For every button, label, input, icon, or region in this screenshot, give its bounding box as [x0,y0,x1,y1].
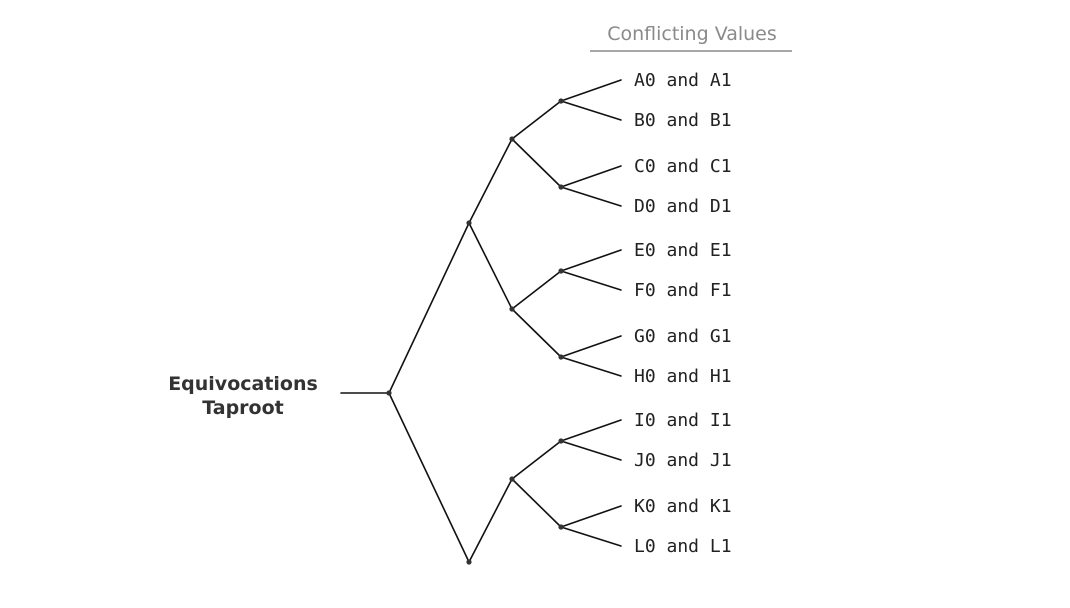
pair-node-6 [558,524,564,530]
group-node-2 [509,306,515,312]
root-label-line2: Taproot [202,397,284,419]
edge-upper-to-group-1 [468,138,513,224]
leaf-label-5: E0 and E1 [634,240,732,261]
lower-branch-node [466,559,472,565]
root-node [386,390,392,396]
tree-nodes [386,98,564,565]
upper-branch-node [466,220,472,226]
edge-upper-to-group-2 [468,222,513,310]
edge-to-leaf-2 [560,100,622,121]
edge-to-leaf-9 [560,419,622,442]
leaf-label-7: G0 and G1 [634,326,732,347]
leaf-label-6: F0 and F1 [634,280,732,301]
pair-node-3 [558,268,564,274]
edge-root-to-lower [388,392,470,563]
leaf-labels: A0 and A1 B0 and B1 C0 and C1 D0 and D1 E0 a… [634,70,732,557]
edge-to-leaf-10 [560,440,622,461]
edge-group-to-pair-2 [511,138,562,188]
group-node-3 [509,476,515,482]
leaf-label-3: C0 and C1 [634,156,732,177]
pair-node-5 [558,438,564,444]
edge-to-leaf-3 [560,165,622,188]
leaf-label-1: A0 and A1 [634,70,732,91]
leaf-label-4: D0 and D1 [634,196,732,217]
root-label-line1: Equivocations [168,373,318,395]
edge-group-to-pair-6 [511,478,562,528]
edge-to-leaf-7 [560,335,622,358]
leaf-label-10: J0 and J1 [634,450,732,471]
edge-group-to-pair-3 [511,270,562,310]
conflicting-values-header: Conflicting Values [607,23,777,45]
pair-node-4 [558,354,564,360]
group-node-1 [509,136,515,142]
edge-to-leaf-5 [560,249,622,272]
leaf-label-2: B0 and B1 [634,110,732,131]
edge-group-to-pair-1 [511,100,562,140]
edge-to-leaf-6 [560,270,622,291]
edge-to-leaf-12 [560,526,622,547]
leaf-label-8: H0 and H1 [634,366,732,387]
leaf-label-9: I0 and I1 [634,410,732,431]
pair-node-2 [558,184,564,190]
edge-group-to-pair-5 [511,440,562,480]
leaf-label-12: L0 and L1 [634,536,732,557]
pair-node-1 [558,98,564,104]
edge-to-leaf-1 [560,79,622,102]
edge-group-to-pair-4 [511,308,562,358]
edge-to-leaf-4 [560,186,622,207]
edge-to-leaf-8 [560,356,622,377]
edge-root-to-upper [388,222,470,394]
edge-to-leaf-11 [560,505,622,528]
tree-edges [340,79,622,563]
edge-lower-to-group-3 [468,478,513,563]
leaf-label-11: K0 and K1 [634,496,732,517]
